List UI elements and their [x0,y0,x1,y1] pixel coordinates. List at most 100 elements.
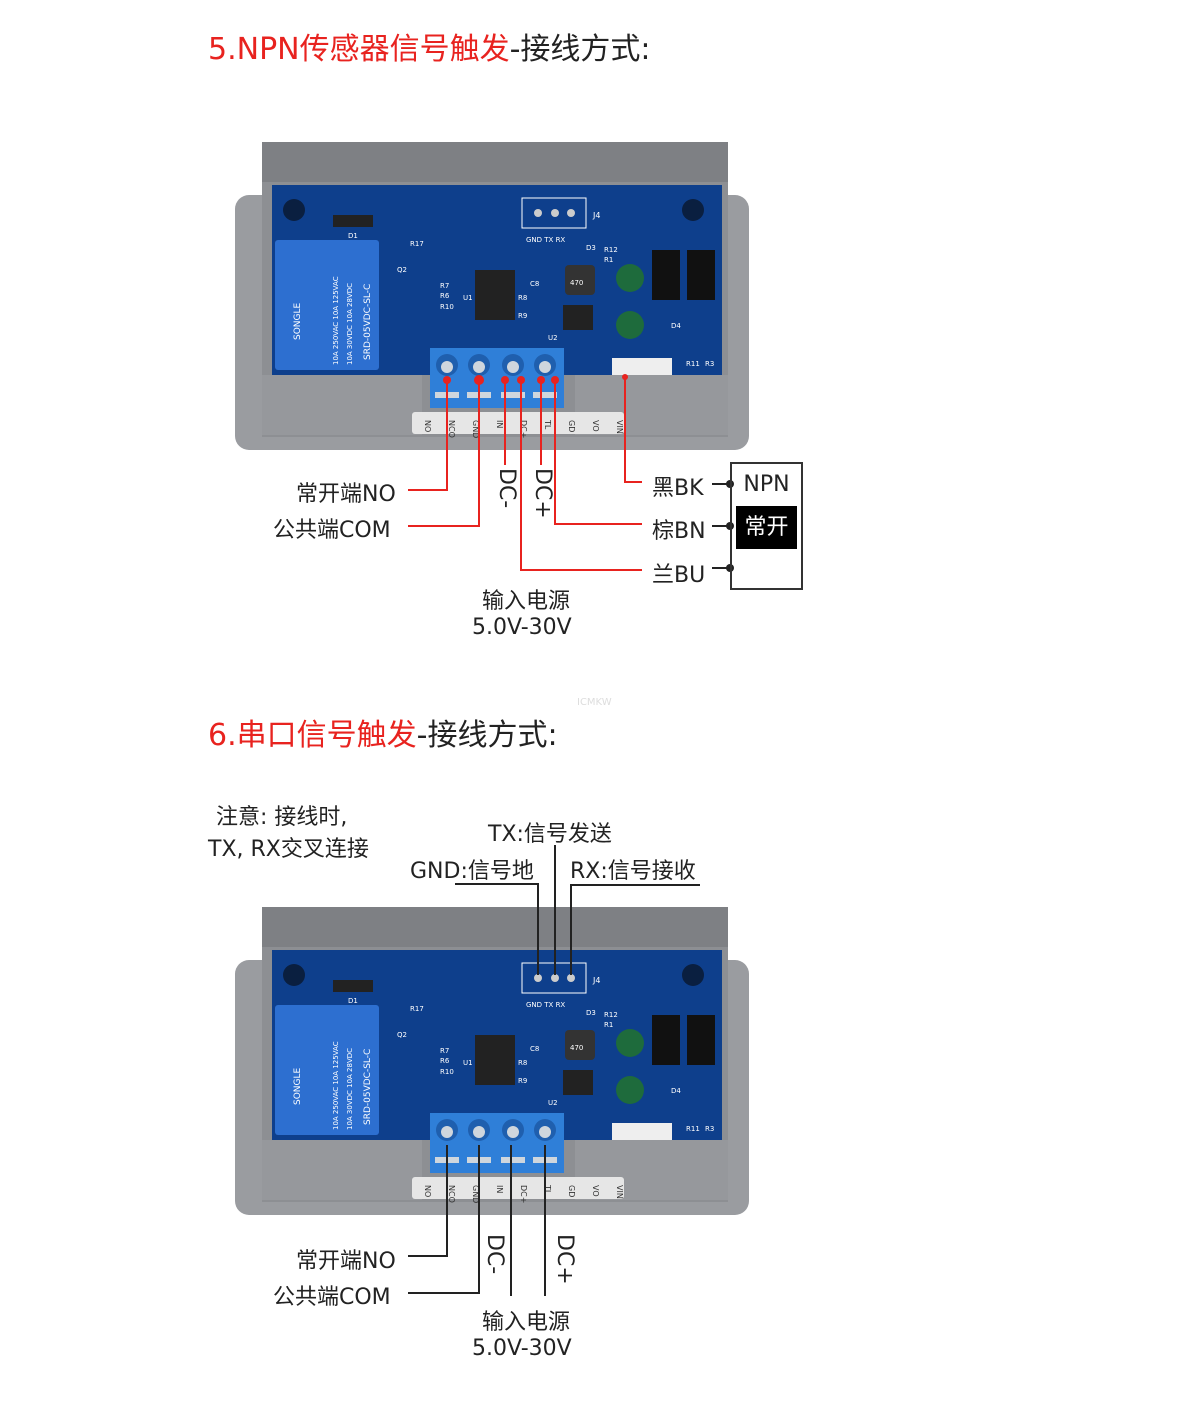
section5-title-rest: -接线方式: [509,32,651,67]
label-tx: TX:信号发送 [488,822,612,847]
terminal-label: VIN [615,1185,624,1199]
terminal-label: VO [591,420,600,432]
terminal-label: TL [543,419,552,430]
mcu-chip [475,1035,515,1085]
terminal-label: NCO [447,420,456,438]
silkscreen-inductor: 470 [570,1044,583,1052]
silkscreen-relay_brand: SONGLE [293,302,303,340]
relay [275,240,379,370]
board-illustration: SONGLE SRD-05VDC-SL-C 10A 250VAC 10A 125… [235,907,749,1215]
silkscreen-r3: R3 [705,360,714,368]
silkscreen-u1: U1 [463,294,473,302]
terminal-label-strip [412,1177,624,1199]
note-line-1: 注意: 接线时, [216,805,348,830]
silkscreen-r12: R12 [604,1011,618,1019]
section5-wires [408,374,734,572]
silkscreen-r17: R17 [410,240,424,248]
terminal-label: NO [423,420,432,432]
inductor [565,265,595,295]
board-illustration: SONGLE SRD-05VDC-SL-C 10A 250VAC 10A 125… [235,142,749,450]
terminal-label: IN [495,420,504,428]
silkscreen-d3: D3 [586,1009,596,1017]
terminal-label: VO [591,1185,600,1197]
silkscreen-relay_rating1: 10A 250VAC 10A 125VAC [332,1041,340,1130]
section5-title: 5.NPN传感器信号触发-接线方式: [208,24,651,68]
silkscreen-header_pins: GND TX RX [526,236,565,244]
wire-com-2 [408,1145,480,1294]
label-power-2: 输入电源 [482,1310,571,1335]
silkscreen-r7: R7 [440,282,449,290]
silkscreen-relay_rating2: 10A 30VDC 10A 28VDC [346,283,354,365]
terminal-label: GND [471,420,480,438]
silkscreen-u2: U2 [548,1099,558,1107]
silkscreen-r11: R11 [686,360,700,368]
terminal-label: TL [543,1184,552,1195]
silkscreen-header_pins: GND TX RX [526,1001,565,1009]
silkscreen-r6: R6 [440,1057,450,1065]
terminal-label: IN [495,1185,504,1193]
terminal-label: NO [423,1185,432,1197]
silkscreen-u1: U1 [463,1059,473,1067]
silkscreen-q2: Q2 [397,1031,407,1039]
silkscreen-r1: R1 [604,256,613,264]
label-dc-minus: DC- [494,468,519,509]
section6-title: 6.串口信号触发-接线方式: [208,710,558,754]
watermark: ICMKW [577,697,612,708]
label-com-2: 公共端COM [273,1285,391,1310]
label-voltage: 5.0V-30V [472,615,572,640]
terminal-label: GND [471,1185,480,1203]
silkscreen-d3: D3 [586,244,596,252]
silkscreen-relay_model: SRD-05VDC-SL-C [363,284,373,360]
sensor-type: NPN [743,472,790,497]
silkscreen-r9: R9 [518,312,527,320]
terminal-label: GD [567,1185,576,1197]
screw-terminal [501,1119,525,1163]
terminal-label: GD [567,420,576,432]
wire-bu [520,380,642,571]
silkscreen-r7: R7 [440,1047,449,1055]
terminal-label: VIN [615,420,624,434]
silkscreen-r1: R1 [604,1021,613,1029]
label-gnd: GND:信号地 [410,859,534,884]
screw-terminal [501,354,525,398]
terminal-label: NCO [447,1185,456,1203]
label-bn: 棕BN [652,519,706,544]
silkscreen-relay_rating1: 10A 250VAC 10A 125VAC [332,276,340,365]
label-no: 常开端NO [296,482,396,507]
silkscreen-r11: R11 [686,1125,700,1133]
note-line-2: TX, RX交叉连接 [208,837,369,862]
relay [275,1005,379,1135]
wire-rx [570,884,700,975]
label-rx: RX:信号接收 [570,859,696,884]
silkscreen-d1: D1 [348,232,358,240]
sensor-mode: 常开 [736,506,797,549]
terminal-label: DC+ [519,1185,528,1203]
section6-title-rest: -接线方式: [416,718,558,753]
inductor [565,1030,595,1060]
silkscreen-header: J4 [592,211,600,220]
mcu-chip [475,270,515,320]
section5-title-number: 5.NPN传感器信号触发 [208,32,510,67]
relay-board-photo-1: SONGLE SRD-05VDC-SL-C 10A 250VAC 10A 125… [0,130,1189,464]
terminal-label: DC+ [519,420,528,438]
label-dc-plus-2: DC+ [552,1234,577,1285]
silkscreen-r10: R10 [440,1068,454,1076]
silkscreen-d4: D4 [671,1087,681,1095]
silkscreen-r8: R8 [518,294,527,302]
wire-gnd [455,883,539,975]
npn-sensor-box: NPN 常开 [730,462,803,590]
silkscreen-relay_brand: SONGLE [293,1067,303,1105]
label-power: 输入电源 [482,589,571,614]
silkscreen-r10: R10 [440,303,454,311]
label-voltage-2: 5.0V-30V [472,1336,572,1361]
wire-no-2 [408,1145,448,1257]
label-dc-minus-2: DC- [482,1234,507,1275]
label-com: 公共端COM [273,518,391,543]
silkscreen-r8: R8 [518,1059,527,1067]
section6-title-number: 6.串口信号触发 [208,718,417,753]
silkscreen-header: J4 [592,976,600,985]
silkscreen-relay_rating2: 10A 30VDC 10A 28VDC [346,1048,354,1130]
silkscreen-d1: D1 [348,997,358,1005]
wire-bn [554,380,642,525]
